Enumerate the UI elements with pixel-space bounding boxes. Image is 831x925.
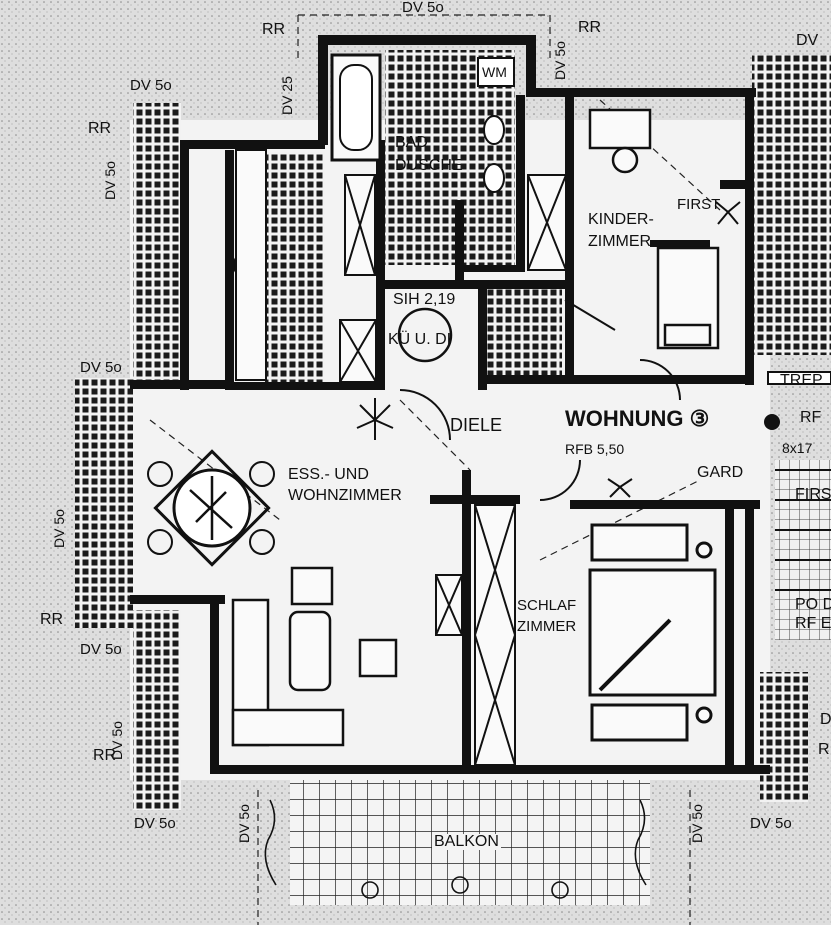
label-trep: TREP	[780, 372, 823, 389]
room-label-ku: KÜ U. DI	[388, 331, 452, 348]
label-rf: RF	[800, 409, 822, 426]
room-area-rfb: RFB 5,50	[565, 441, 625, 457]
room-label-kinderzimmer-2: ZIMMER	[588, 233, 652, 250]
room-label-kinderzimmer-1: KINDER-	[588, 211, 654, 228]
facade-strip-left-bottom	[133, 610, 181, 810]
facade-strip-right-top	[752, 55, 831, 355]
marker-rr-top: RR	[262, 21, 286, 38]
room-label-schlaf-1: SCHLAF	[517, 597, 577, 614]
room-label-bad: BAD	[395, 134, 428, 151]
kitchen-counter	[235, 149, 267, 381]
door-swings	[399, 299, 681, 501]
room-label-sih: SIH 2,19	[393, 291, 456, 308]
marker-rr-top-right: RR	[578, 19, 602, 36]
dim-dv50-left-top: DV 5o	[130, 77, 172, 94]
dim-dv50-vertical-balcony-left: DV 5o	[236, 804, 252, 843]
marker-r-right: R	[818, 741, 830, 758]
label-8x17: 8x17	[782, 440, 813, 456]
washing-machine	[477, 57, 515, 87]
dimension-lines	[149, 14, 721, 925]
marker-rr-left-top: RR	[88, 120, 112, 137]
child-bed	[588, 108, 720, 350]
dim-dv50-vertical-left-bottom: DV 5o	[109, 721, 125, 760]
dim-dv50-vertical-top: DV 5o	[552, 41, 568, 80]
room-label-ess-2: WOHNZIMMER	[288, 487, 402, 504]
storage-tiles	[484, 285, 562, 380]
dining-table	[147, 449, 275, 567]
balcony-planters	[264, 799, 647, 899]
label-pod: PO D	[795, 596, 831, 613]
facade-strip-left-top	[133, 103, 181, 380]
room-label-schlaf-2: ZIMMER	[517, 618, 577, 635]
facade-strip-left-mid	[75, 378, 133, 628]
dim-dv25-vertical: DV 25	[279, 76, 295, 115]
dim-dv50-vertical-balcony-right: DV 5o	[689, 804, 705, 843]
marker-d-right: D	[820, 711, 831, 728]
room-label-dusche: DUSCHE	[395, 157, 463, 174]
dim-dv50-right-bottom: DV 5o	[750, 815, 792, 832]
stair-treads	[767, 371, 831, 591]
marker-rr-left-mid: RR	[40, 611, 64, 628]
kitchen-table	[397, 307, 453, 363]
apartment-label: WOHNUNG ③	[565, 406, 710, 431]
marker-rr-left-bottom: RR	[93, 747, 117, 764]
dim-dv50-left-mid: DV 5o	[80, 359, 122, 376]
dim-dv50-left-lower: DV 5o	[80, 641, 122, 658]
dim-top-dv50: DV 5o	[402, 0, 444, 16]
label-firs: FIRS	[795, 486, 831, 503]
plants	[356, 201, 741, 498]
room-label-gard: GARD	[697, 464, 744, 481]
staircase	[775, 460, 831, 640]
room-label-ess-1: ESS.- UND	[288, 466, 369, 483]
facade-strip-right-bottom	[760, 672, 808, 802]
bathtub	[330, 53, 382, 162]
double-bed	[588, 523, 717, 742]
room-label-diele: DIELE	[450, 415, 503, 435]
label-rfe: RF E	[795, 615, 831, 632]
room-label-balkon: BALKON	[432, 833, 501, 850]
room-label-first: FIRST	[677, 196, 721, 213]
stair-marker	[764, 414, 780, 430]
dim-dv50-left-bottom: DV 5o	[134, 815, 176, 832]
dim-dv50-vertical-left-mid: DV 5o	[51, 509, 67, 548]
kitchen-tiles	[265, 152, 325, 382]
built-in-cabinets	[339, 174, 567, 766]
dim-dv50-vertical-left-top: DV 5o	[102, 161, 118, 200]
walls	[130, 35, 770, 774]
sofa-set	[231, 566, 398, 747]
marker-dv-top-right: DV	[796, 32, 819, 49]
label-wm: WM	[482, 64, 507, 80]
